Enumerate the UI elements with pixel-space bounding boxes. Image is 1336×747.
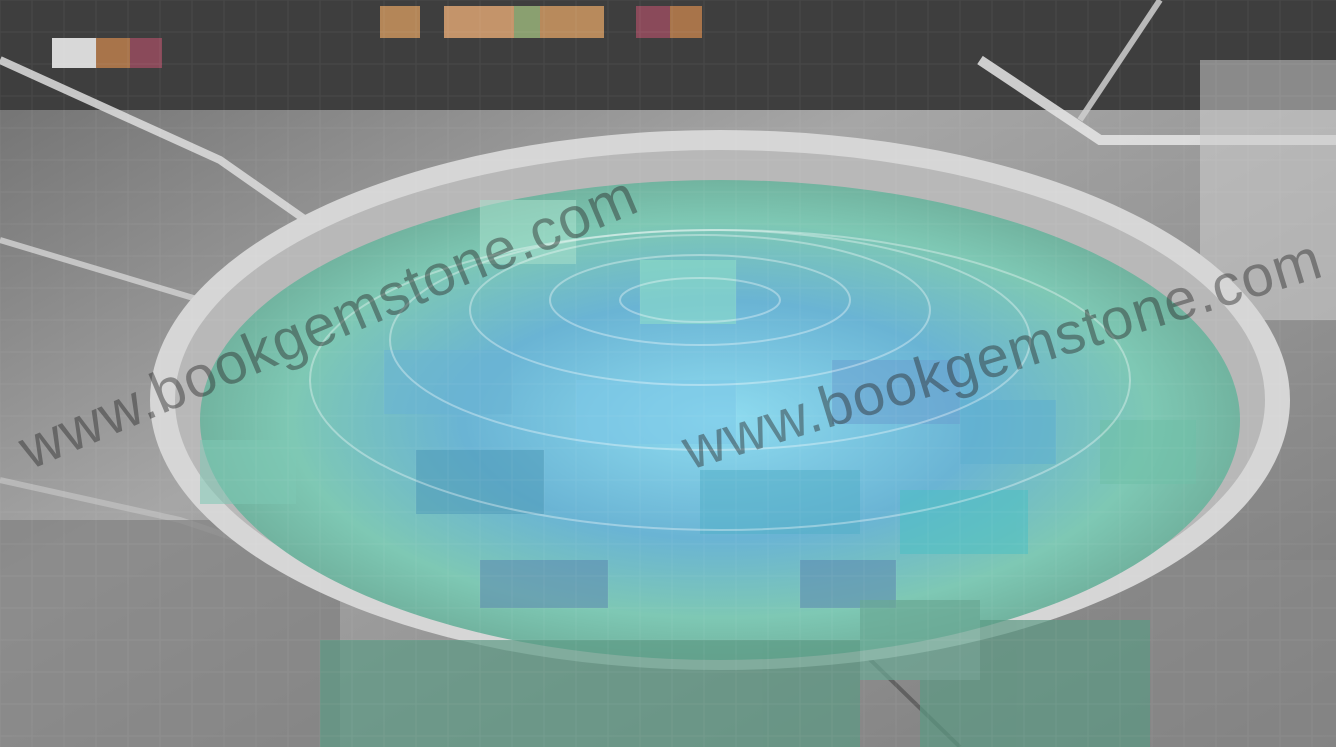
pixel-grid-overlay — [0, 0, 1336, 747]
photo-canvas: www.bookgemstone.com www.bookgemstone.co… — [0, 0, 1336, 747]
photo-scene: www.bookgemstone.com www.bookgemstone.co… — [0, 0, 1336, 747]
